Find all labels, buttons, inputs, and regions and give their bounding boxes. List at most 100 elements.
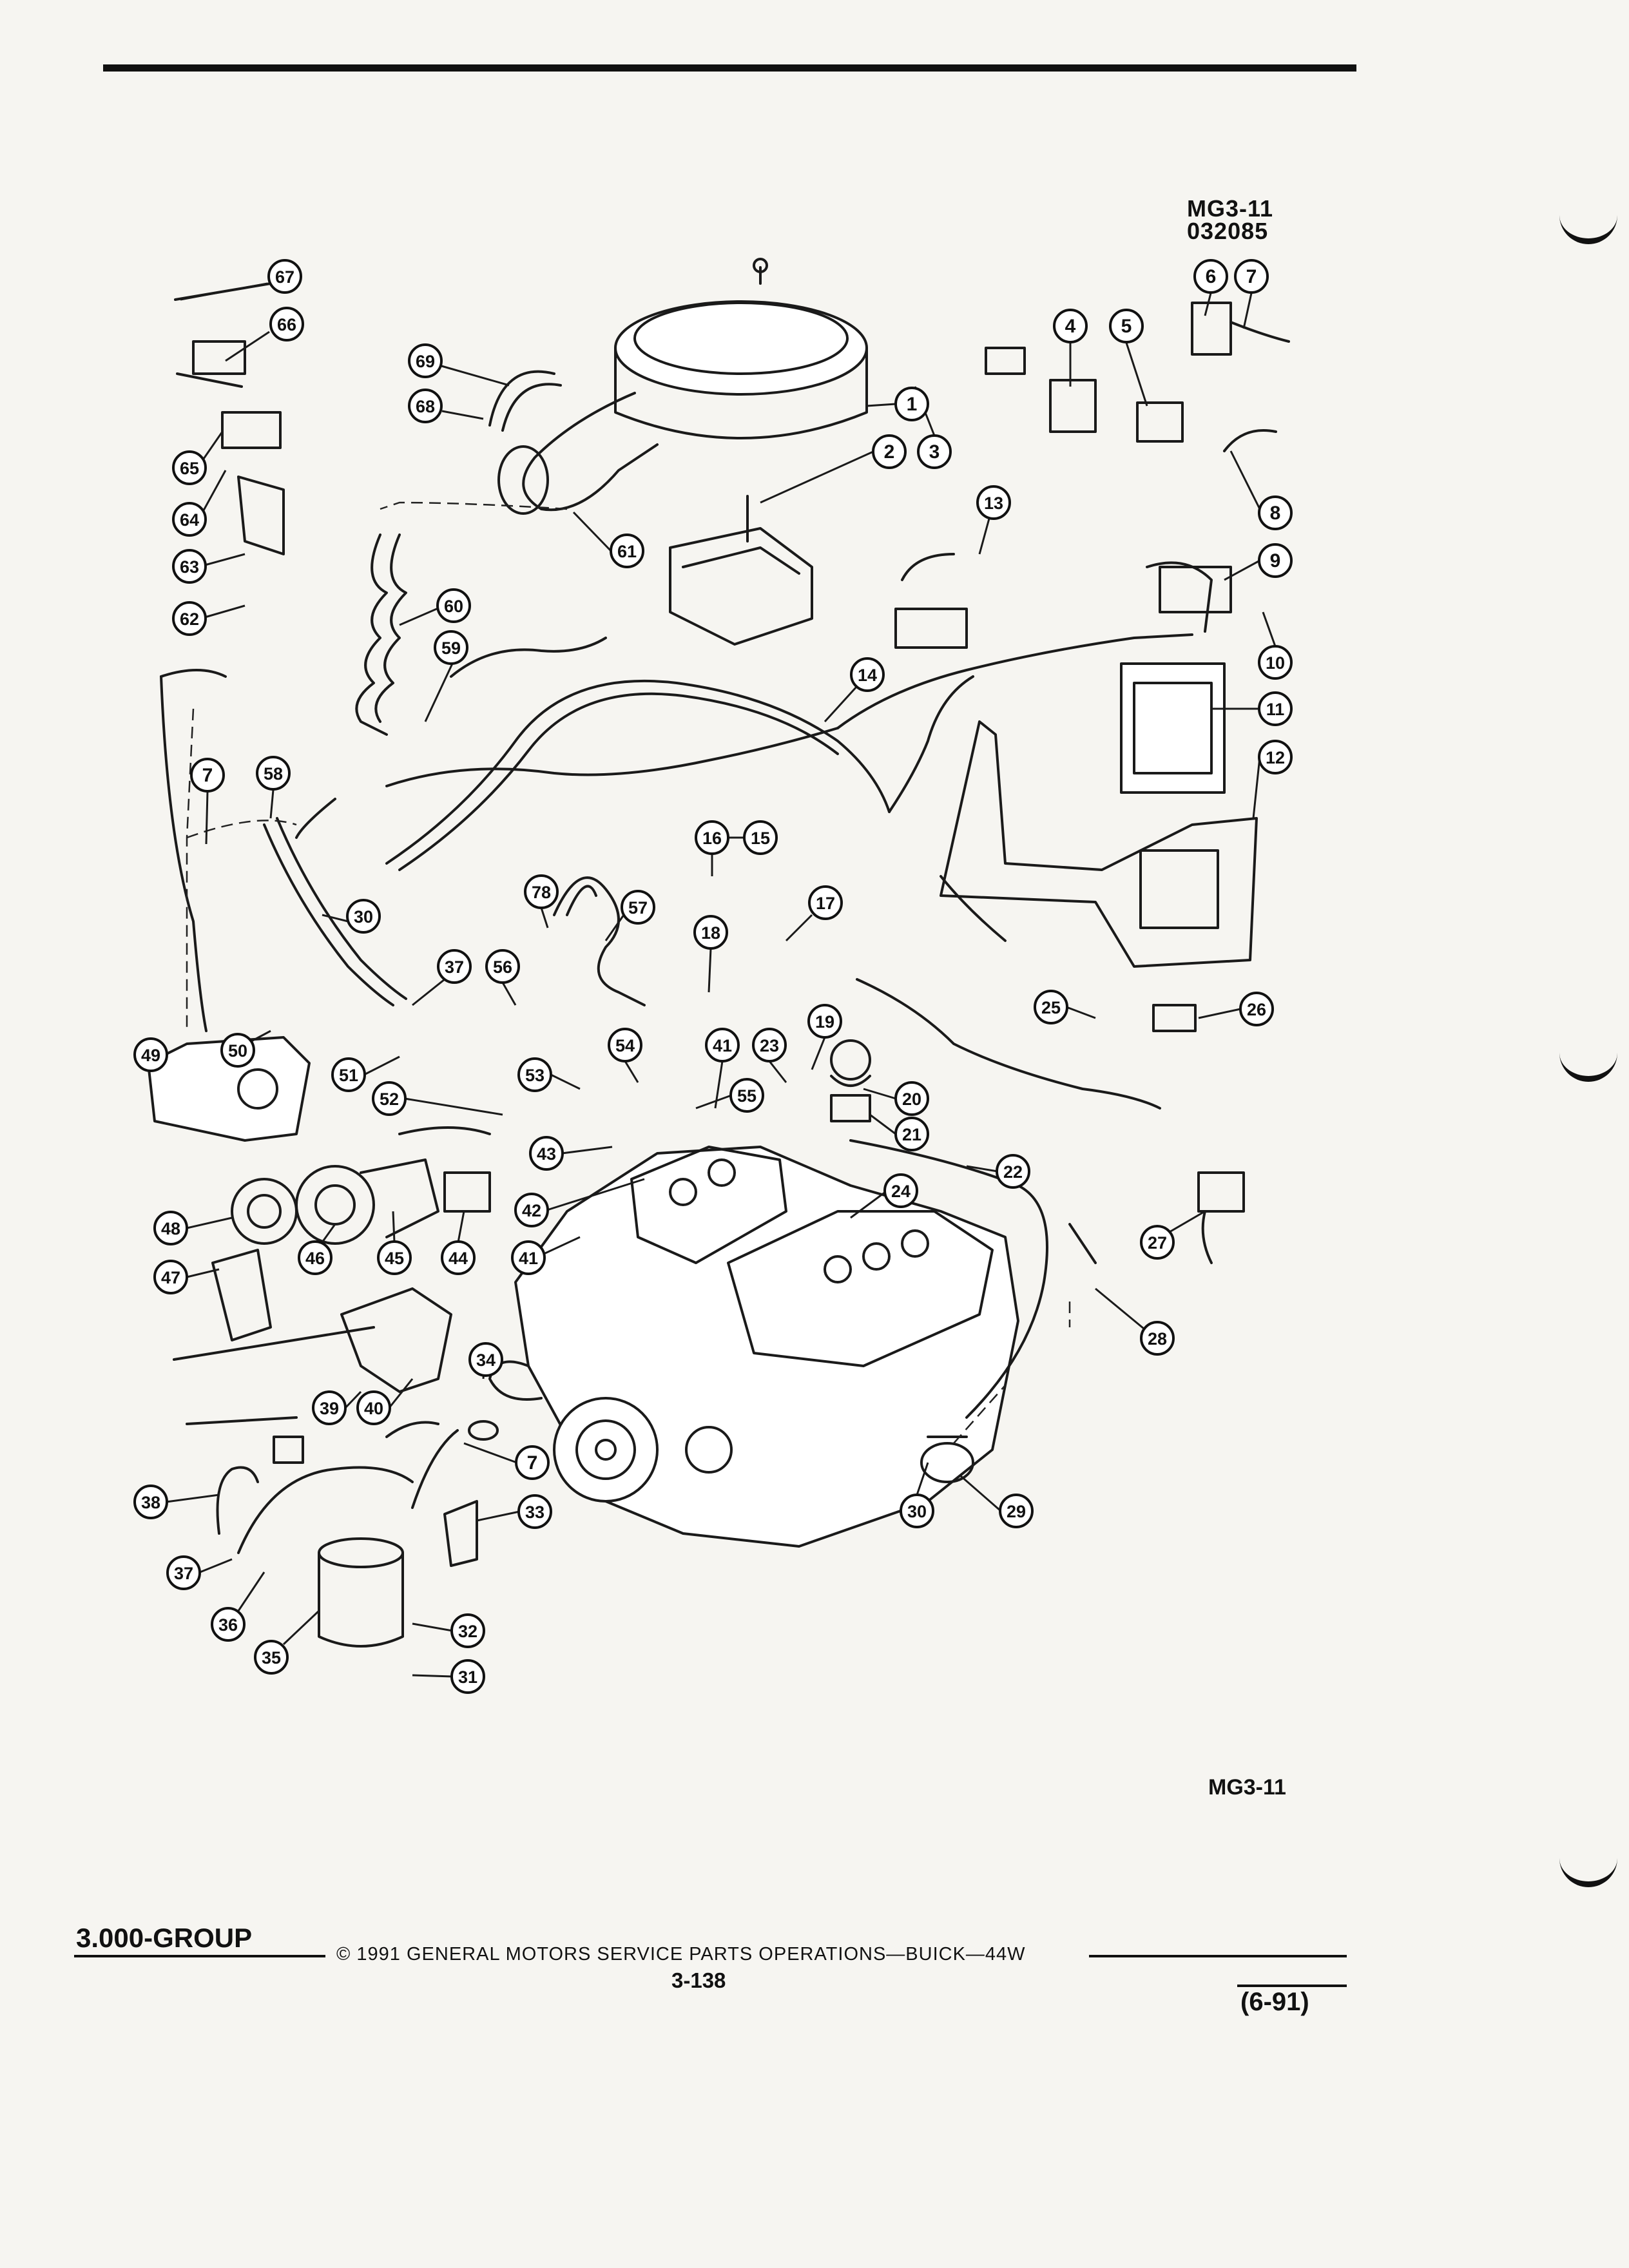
- vapor-canister: [318, 1537, 404, 1648]
- callout-number: 30: [907, 1502, 927, 1521]
- callout-number: 49: [141, 1046, 160, 1065]
- callout-number: 78: [532, 883, 551, 902]
- callout-number: 61: [617, 542, 637, 561]
- callout-55: 55: [729, 1078, 764, 1113]
- footer-rule-left: [74, 1955, 325, 1957]
- callout-35: 35: [254, 1640, 289, 1675]
- callout-62: 62: [172, 601, 207, 636]
- footer-rule-right: [1089, 1955, 1347, 1957]
- callout-23: 23: [752, 1028, 787, 1062]
- callout-56: 56: [485, 949, 520, 984]
- callout-number: 50: [228, 1041, 247, 1061]
- callout-number: 38: [141, 1493, 160, 1512]
- date-code: 032085: [1187, 218, 1269, 244]
- callout-number: 29: [1007, 1502, 1026, 1521]
- callout-number: 4: [1065, 316, 1076, 337]
- carburetor: [669, 495, 813, 646]
- callout-number: 8: [1270, 503, 1281, 524]
- callout-number: 12: [1266, 748, 1285, 767]
- callout-number: 42: [522, 1201, 541, 1220]
- callout-number: 15: [751, 829, 770, 848]
- top-rule: [103, 64, 1356, 72]
- callout-17: 17: [808, 885, 843, 920]
- callout-number: 55: [737, 1086, 757, 1106]
- callout-22: 22: [996, 1154, 1030, 1189]
- callout-number: 69: [416, 352, 435, 371]
- callout-46: 46: [298, 1240, 333, 1275]
- callout-37: 37: [437, 949, 472, 984]
- figure-reference-bottom: MG3-11: [1208, 1775, 1286, 1800]
- callout-11: 11: [1258, 691, 1293, 726]
- callout-31: 31: [450, 1659, 485, 1694]
- callout-37: 37: [166, 1555, 201, 1590]
- callout-number: 9: [1270, 550, 1281, 572]
- callout-number: 43: [537, 1144, 556, 1164]
- callout-69: 69: [408, 343, 443, 378]
- callout-number: 67: [275, 267, 294, 287]
- callout-number: 30: [354, 907, 373, 927]
- binder-hole-mark: [1559, 1856, 1617, 1887]
- callout-6: 6: [1193, 259, 1228, 294]
- callout-40: 40: [356, 1390, 391, 1425]
- callout-number: 25: [1041, 998, 1061, 1017]
- callout-number: 23: [760, 1036, 779, 1055]
- page-number: 3-138: [671, 1968, 726, 1992]
- callout-3: 3: [917, 434, 952, 469]
- callout-30: 30: [346, 899, 381, 934]
- callout-number: 32: [458, 1622, 477, 1641]
- callout-4: 4: [1053, 309, 1088, 343]
- callout-48: 48: [153, 1211, 188, 1245]
- callout-20: 20: [894, 1081, 929, 1116]
- callout-44: 44: [441, 1240, 476, 1275]
- callout-28: 28: [1140, 1321, 1175, 1356]
- callout-18: 18: [693, 915, 728, 950]
- callout-52: 52: [372, 1081, 407, 1116]
- callout-number: 3: [929, 441, 940, 463]
- callout-number: 24: [891, 1182, 911, 1201]
- callout-63: 63: [172, 549, 207, 584]
- callout-number: 44: [448, 1249, 468, 1268]
- callout-number: 17: [816, 894, 835, 913]
- callout-number: 7: [1246, 266, 1257, 287]
- callout-number: 2: [884, 441, 895, 463]
- callout-number: 13: [984, 494, 1003, 513]
- callout-7: 7: [515, 1445, 550, 1480]
- callout-1: 1: [894, 387, 929, 421]
- callout-number: 39: [320, 1399, 339, 1418]
- callout-51: 51: [331, 1057, 366, 1092]
- callout-number: 10: [1266, 653, 1285, 673]
- callout-number: 22: [1003, 1162, 1023, 1182]
- callout-66: 66: [269, 307, 304, 341]
- callout-number: 28: [1148, 1329, 1167, 1349]
- callout-54: 54: [608, 1028, 642, 1062]
- callout-59: 59: [434, 630, 468, 665]
- callout-7: 7: [1234, 259, 1269, 294]
- callout-number: 46: [305, 1249, 325, 1268]
- callout-number: 53: [525, 1066, 545, 1085]
- callout-number: 37: [174, 1564, 193, 1583]
- callout-13: 13: [976, 485, 1011, 520]
- callout-58: 58: [256, 756, 291, 791]
- callout-number: 56: [493, 957, 512, 977]
- callout-number: 47: [161, 1268, 180, 1287]
- callout-number: 64: [180, 510, 199, 530]
- callout-number: 41: [519, 1249, 538, 1268]
- callout-57: 57: [621, 890, 655, 925]
- callout-16: 16: [695, 820, 729, 855]
- callout-number: 36: [218, 1615, 238, 1635]
- callout-number: 62: [180, 610, 199, 629]
- callout-26: 26: [1239, 992, 1274, 1026]
- callout-43: 43: [529, 1136, 564, 1171]
- callout-45: 45: [377, 1240, 412, 1275]
- callout-38: 38: [133, 1485, 168, 1519]
- binder-hole-mark: [1559, 1050, 1617, 1082]
- callout-64: 64: [172, 502, 207, 537]
- group-label: 3.000-GROUP: [76, 1923, 253, 1953]
- callout-number: 37: [445, 957, 464, 977]
- callout-number: 52: [380, 1090, 399, 1109]
- callout-number: 26: [1247, 1000, 1266, 1019]
- callout-61: 61: [610, 533, 644, 568]
- callout-number: 59: [441, 639, 461, 658]
- callout-number: 27: [1148, 1233, 1167, 1253]
- air-cleaner-assembly: [497, 258, 868, 515]
